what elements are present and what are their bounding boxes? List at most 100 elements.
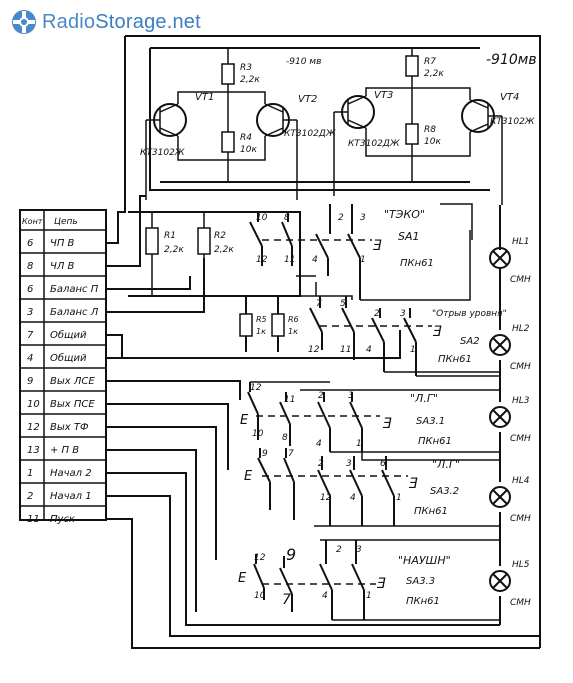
svg-text:R7: R7 (424, 57, 436, 67)
watermark-text: RadioStorage.net (42, 10, 201, 33)
resistor-group-r1-r2: R1 2,2к R2 2,2к (128, 211, 301, 297)
svg-text:2,2к: 2,2к (240, 75, 260, 85)
svg-text:SA3.2: SA3.2 (430, 486, 459, 497)
transistor-vt3: VT3 КТ3102ДЖ (334, 90, 400, 149)
svg-text:3: 3 (356, 545, 362, 555)
svg-text:11: 11 (284, 255, 295, 265)
svg-text:R4: R4 (240, 133, 252, 143)
connector-signal-name: ЧЛ В (50, 261, 75, 272)
svg-text:Ǝ: Ǝ (376, 576, 386, 592)
connector-signal-name: Вых ПСЕ (50, 399, 95, 410)
lamp-type: СМН (510, 514, 531, 524)
svg-text:4: 4 (316, 439, 322, 449)
svg-text:"Л.Г": "Л.Г" (432, 458, 460, 471)
svg-text:7: 7 (288, 449, 294, 459)
svg-text:ПКн61: ПКн61 (414, 506, 448, 517)
transistor-vt1: VT1 КТ3102Ж (140, 92, 214, 158)
svg-text:4: 4 (366, 345, 372, 355)
connector-pin: 12 (27, 422, 40, 433)
svg-text:2: 2 (318, 459, 324, 469)
connector-signal-name: ЧП В (50, 238, 75, 249)
svg-text:R2: R2 (214, 231, 226, 241)
svg-text:7: 7 (282, 592, 291, 608)
svg-text:2: 2 (338, 213, 344, 223)
radiostorage-logo-icon (12, 10, 36, 34)
transistor-vt2: VT2 КТ3102ДЖ (256, 94, 336, 139)
connector-pin: 9 (27, 376, 33, 387)
resistor-r1 (145, 227, 159, 255)
svg-text:12: 12 (250, 383, 262, 393)
resistor-r8 (405, 123, 419, 145)
svg-text:12: 12 (254, 553, 266, 563)
connector-signal-name: Баланс Л (50, 307, 99, 318)
svg-text:VT3: VT3 (374, 90, 393, 101)
connector-signal-name: Начал 2 (50, 468, 92, 479)
lamp-ref: HL3 (512, 396, 530, 406)
svg-text:Е: Е (240, 413, 249, 428)
svg-text:3: 3 (346, 459, 352, 469)
lamp-type: СМН (510, 434, 531, 444)
svg-text:VT4: VT4 (500, 92, 519, 103)
switch-sa3-3: Ǝ Е 12 9 10 7 2 3 4 1 "НАУШН" SA3.3 ПКн6… (238, 540, 451, 620)
svg-text:1: 1 (366, 591, 372, 601)
svg-text:2,2к: 2,2к (164, 245, 184, 255)
svg-text:10: 10 (254, 591, 266, 601)
svg-text:ПКн61: ПКн61 (400, 258, 434, 269)
connector-pin: 2 (27, 491, 33, 502)
svg-text:11: 11 (340, 345, 351, 355)
connector-wiring (106, 36, 540, 649)
svg-text:"ТЭКО": "ТЭКО" (384, 208, 425, 221)
svg-text:Е: Е (244, 469, 253, 484)
svg-text:SA3.3: SA3.3 (406, 576, 435, 587)
svg-text:"Л.Г": "Л.Г" (410, 392, 438, 405)
switch-sa2: Ǝ 7 5 2 3 12 11 4 1 "Отрыв уровня" SA2 П… (308, 296, 507, 376)
svg-text:2,2к: 2,2к (424, 69, 444, 79)
svg-text:1к: 1к (256, 327, 266, 336)
connector-signal-name: + П В (50, 445, 79, 456)
switch-sa3-1: Ǝ Е 12 11 10 8 2 3 4 1 "Л.Г" SA3.1 ПКн61 (240, 382, 452, 452)
svg-text:9: 9 (286, 545, 296, 564)
svg-text:2: 2 (318, 391, 324, 401)
resistor-r6 (271, 313, 285, 337)
svg-text:"НАУШН": "НАУШН" (398, 554, 451, 567)
svg-text:2: 2 (374, 309, 380, 319)
amplifier-block: VT1 КТ3102Ж VT2 КТ3102ДЖ R3 2,2к R4 10к … (125, 35, 541, 648)
svg-text:10: 10 (252, 429, 264, 439)
resistor-r5 (239, 313, 253, 337)
svg-text:КТ3102ДЖ: КТ3102ДЖ (284, 129, 336, 139)
svg-text:Ǝ: Ǝ (408, 476, 418, 492)
lamp-type: СМН (510, 598, 531, 608)
svg-text:4: 4 (312, 255, 318, 265)
svg-text:4: 4 (322, 591, 328, 601)
svg-text:R5: R5 (256, 315, 267, 324)
svg-text:Ǝ: Ǝ (432, 324, 442, 340)
connector-signal-name: Начал 1 (50, 491, 92, 502)
svg-text:1к: 1к (288, 327, 298, 336)
svg-text:1: 1 (396, 493, 402, 503)
svg-text:КТ3102ДЖ: КТ3102ДЖ (348, 139, 400, 149)
svg-text:R3: R3 (240, 63, 252, 73)
svg-text:SA1: SA1 (398, 230, 420, 243)
connector-pin: 10 (27, 399, 40, 410)
svg-text:КТ3102Ж: КТ3102Ж (140, 148, 185, 158)
svg-text:VT2: VT2 (298, 94, 317, 105)
connector-pin: 1 (27, 468, 33, 479)
svg-text:10: 10 (256, 213, 268, 223)
svg-text:11: 11 (284, 395, 295, 405)
svg-text:SA2: SA2 (460, 336, 480, 347)
svg-text:4: 4 (350, 493, 356, 503)
svg-text:"Отрыв уровня": "Отрыв уровня" (432, 309, 507, 319)
lamp-type: СМН (510, 275, 531, 285)
svg-text:8: 8 (284, 213, 290, 223)
connector-pin: 8 (27, 261, 33, 272)
connector-signal-name: Общий (50, 352, 87, 364)
lamp-ref: HL1 (512, 237, 530, 247)
svg-text:2,2к: 2,2к (214, 245, 234, 255)
